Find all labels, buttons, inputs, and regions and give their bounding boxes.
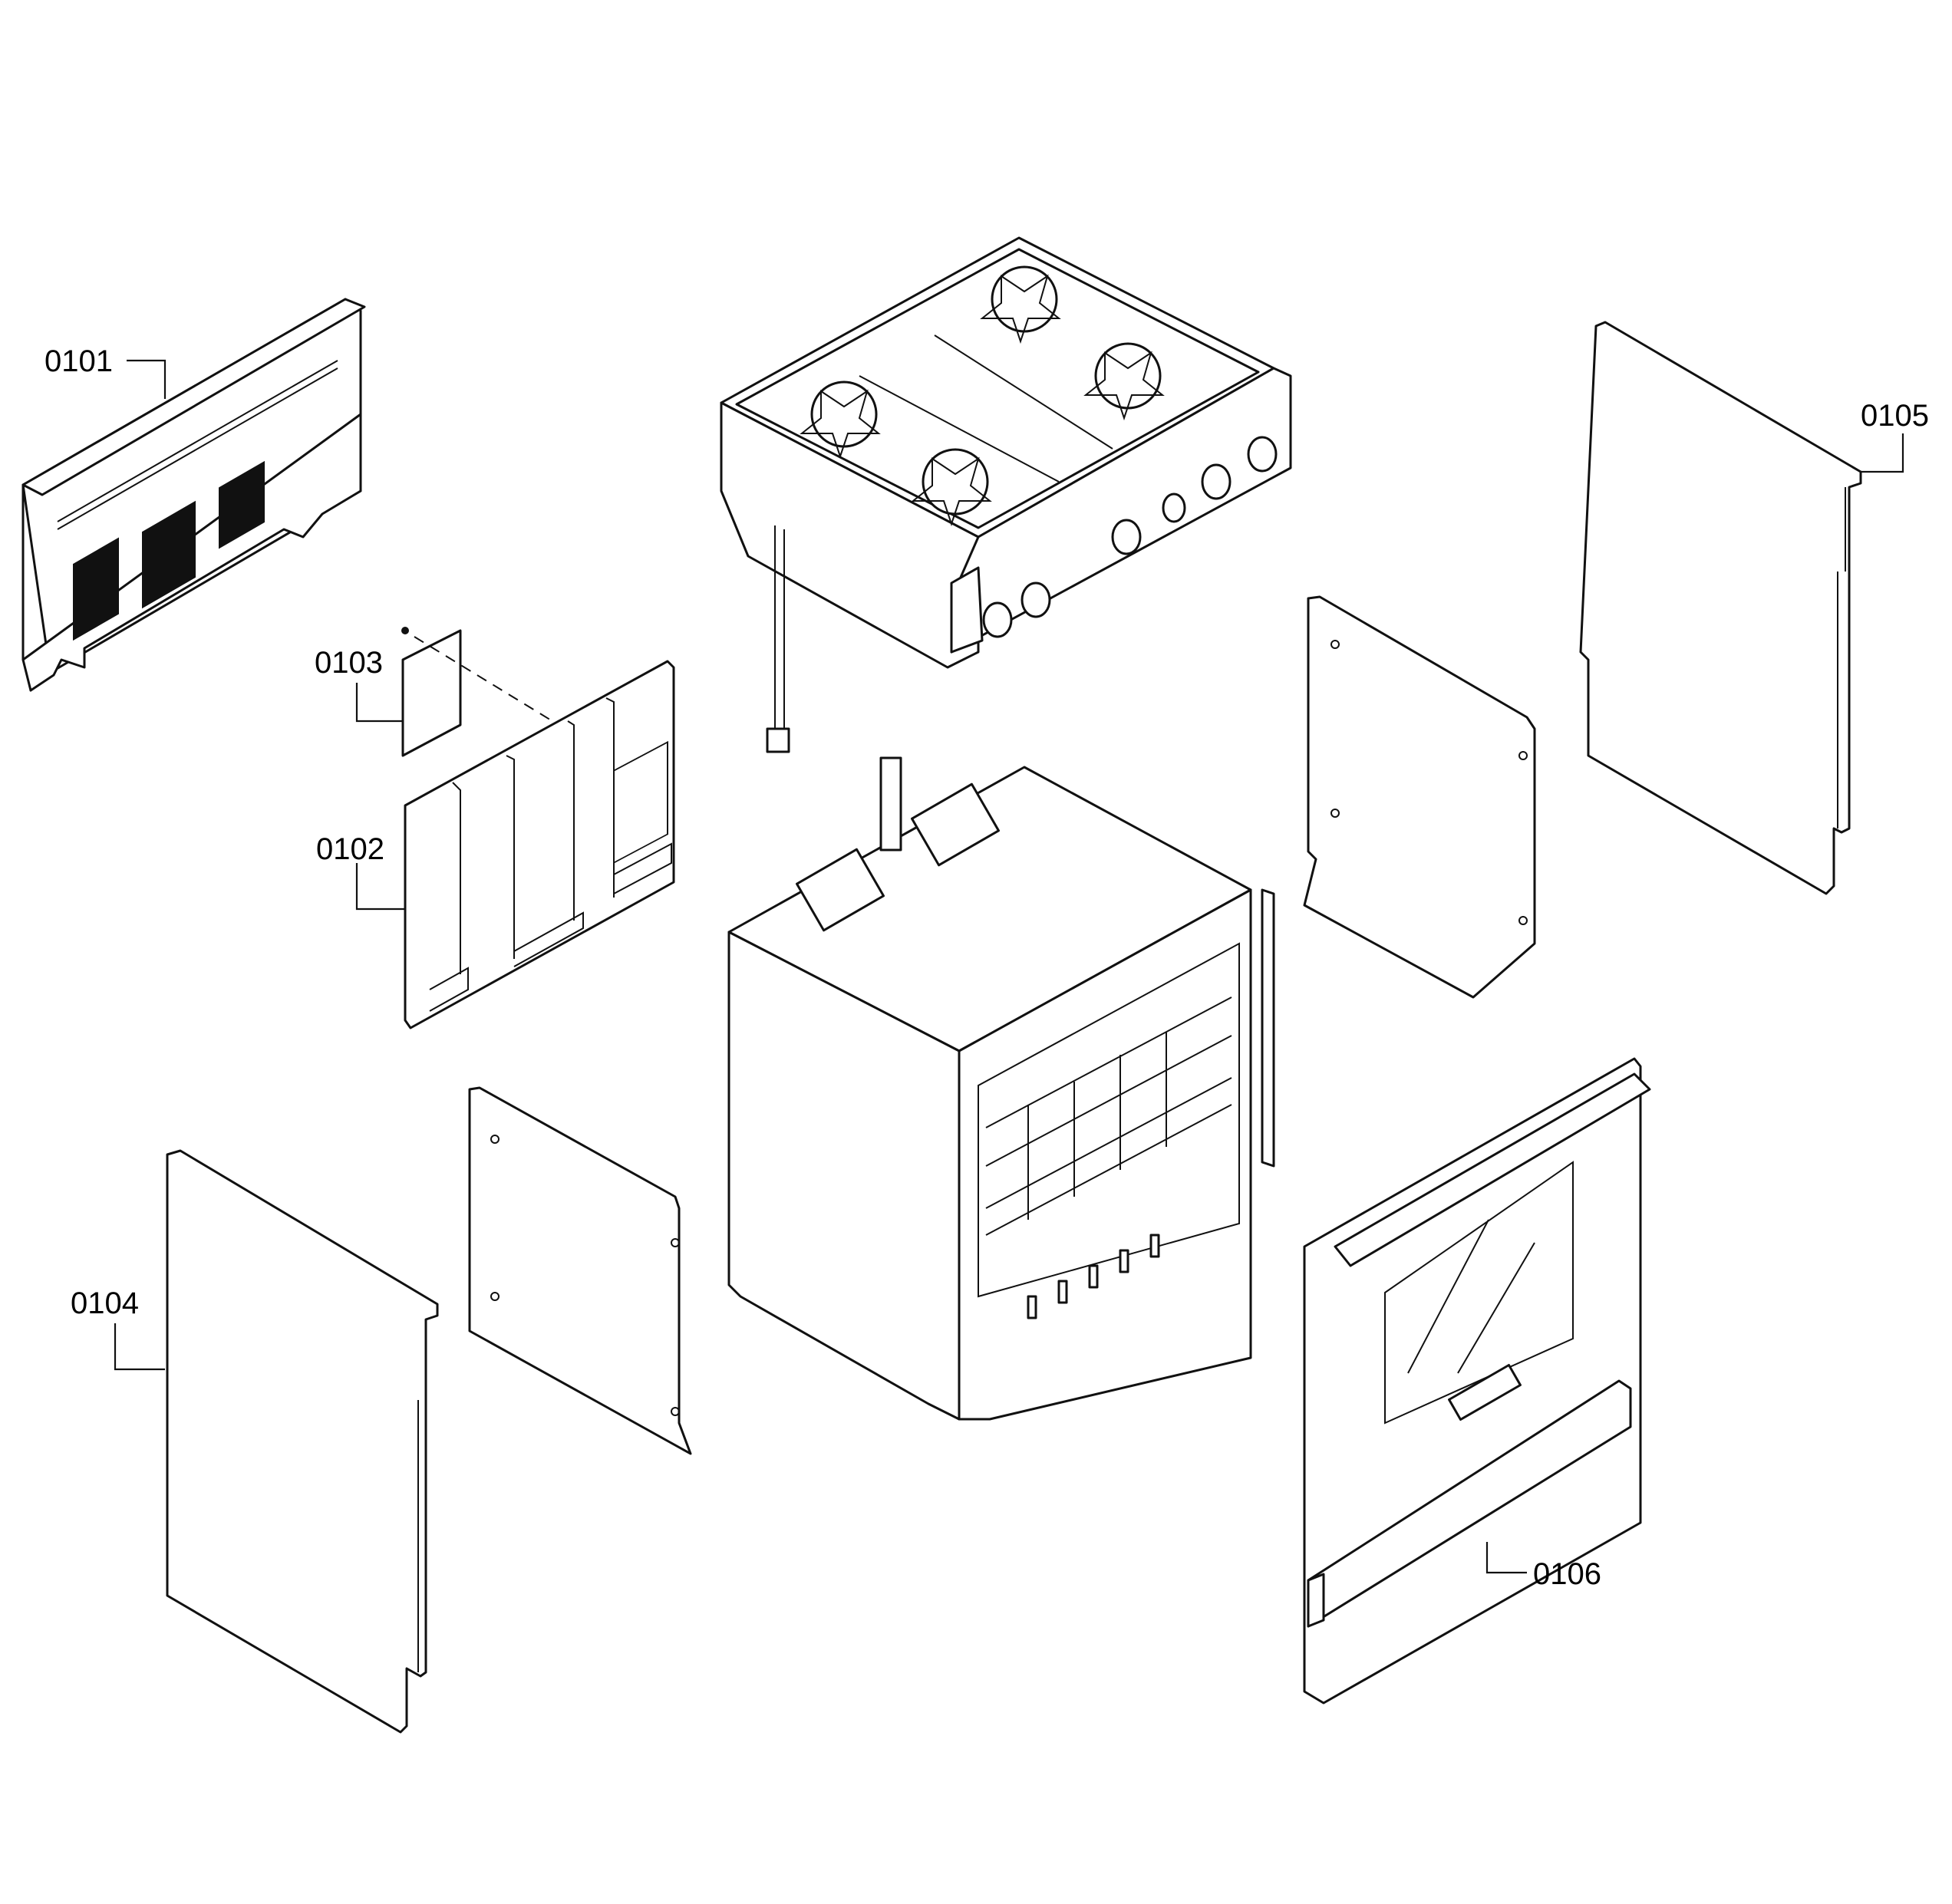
inner-right-panel	[1303, 595, 1536, 999]
callout-leaders	[114, 359, 1904, 1574]
label-0102: 0102	[316, 832, 384, 866]
callout-labels: 0101 0103 0102 0104 0105 0106	[45, 344, 1929, 1591]
control-knobs	[982, 436, 1278, 638]
rear-panel-vents	[73, 460, 265, 641]
oven-body-assembly	[727, 756, 1275, 1421]
oven-front-vents	[1027, 1234, 1160, 1319]
label-0103: 0103	[315, 646, 383, 680]
label-0106: 0106	[1533, 1557, 1601, 1591]
part-0105-right-side-panel	[1579, 321, 1862, 895]
part-0104-left-side-panel	[166, 1149, 439, 1734]
label-0105: 0105	[1861, 399, 1929, 433]
oven-racks	[985, 996, 1232, 1236]
part-0106-kick-plate	[1307, 1379, 1632, 1628]
oven-door	[1303, 1057, 1651, 1705]
label-0101: 0101	[45, 344, 113, 378]
part-0103-cover-plate	[401, 627, 553, 757]
cooktop-assembly	[720, 236, 1292, 753]
burner-grates	[800, 265, 1165, 527]
inner-left-panel	[468, 1086, 692, 1455]
part-0102-heat-shield	[404, 660, 675, 1029]
part-0101-rear-panel	[21, 298, 366, 692]
label-0104: 0104	[71, 1286, 139, 1320]
